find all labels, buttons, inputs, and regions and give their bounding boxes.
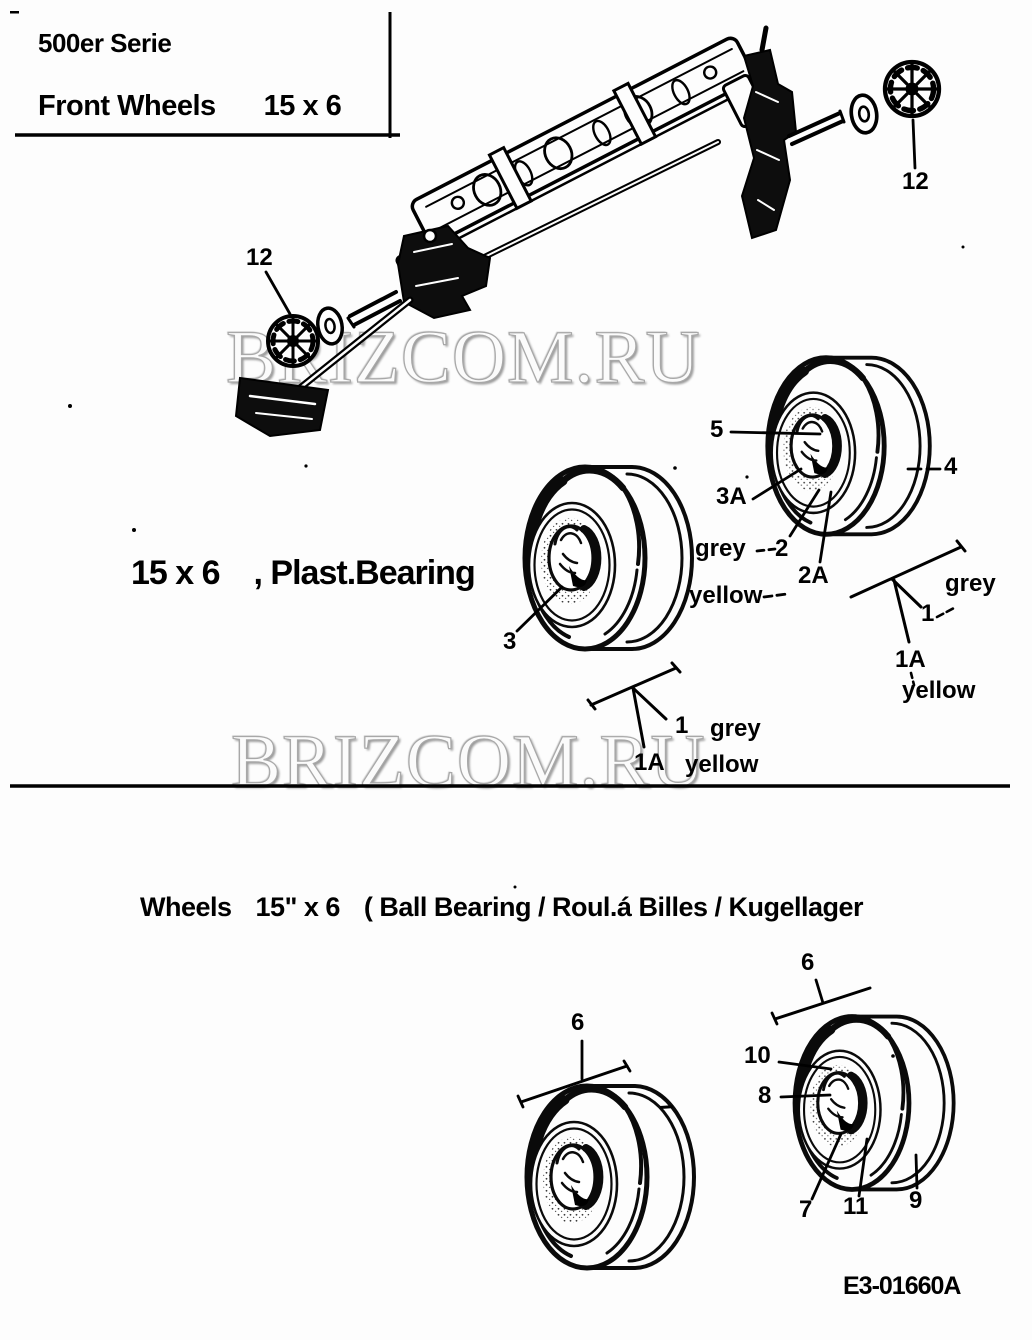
callout-2: 2 xyxy=(775,535,789,562)
legend-left-yellow: yellow xyxy=(685,751,759,778)
watermark-text-lower: BRIZCOM.RU xyxy=(230,719,706,803)
washer-right xyxy=(847,91,881,137)
callout-6-right: 6 xyxy=(801,949,815,976)
plast-heading-rest: , Plast.Bearing xyxy=(253,554,476,592)
callout-10: 10 xyxy=(744,1042,771,1069)
hub-cap-left xyxy=(268,316,318,366)
ball-heading-size: 15" x 6 xyxy=(255,892,341,922)
hub-cap-right xyxy=(885,62,939,116)
callout-9: 9 xyxy=(909,1187,923,1214)
page-title: Front Wheels 15 x 6 xyxy=(38,90,342,122)
callout-4: 4 xyxy=(944,453,958,480)
document-code: E3-01660A xyxy=(843,1272,961,1300)
callout-2a: 2A xyxy=(798,562,829,589)
legend-left-lines xyxy=(586,661,682,749)
ball-leader-lines xyxy=(516,978,919,1201)
plast-section-heading: 15 x 6 , Plast.Bearing xyxy=(131,554,476,592)
print-specks xyxy=(68,245,965,1109)
wheel-plast-right xyxy=(768,358,930,535)
ball-heading-rest: ( Ball Bearing / Roul.á Billes / Kugella… xyxy=(363,892,864,922)
plast-heading-size: 15 x 6 xyxy=(131,554,221,592)
callout-6-left: 6 xyxy=(571,1009,585,1036)
callout-grey-label: grey xyxy=(695,535,746,562)
series-heading: 500er Serie xyxy=(38,28,172,58)
callout-12-left: 12 xyxy=(246,244,273,271)
legend-right-lines xyxy=(849,539,967,687)
legend-left-1a: 1A xyxy=(634,749,665,776)
callout-yellow-label: yellow xyxy=(689,582,763,609)
legend-right-1: 1 xyxy=(921,600,935,627)
page-title-name: Front Wheels xyxy=(38,90,216,122)
front-axle-assembly xyxy=(234,25,939,438)
callout-7: 7 xyxy=(799,1196,813,1223)
callout-12-right: 12 xyxy=(902,168,929,195)
ball-heading-word: Wheels xyxy=(140,892,232,922)
legend-left-1: 1 xyxy=(675,712,689,739)
callout-8: 8 xyxy=(758,1082,772,1109)
legend-right-grey: grey xyxy=(945,570,996,597)
plast-leader-lines xyxy=(515,430,946,633)
ball-section-heading: Wheels 15" x 6 ( Ball Bearing / Roul.á B… xyxy=(140,892,864,922)
wheel-ball-left xyxy=(527,1086,694,1268)
callout-3: 3 xyxy=(503,628,517,655)
legend-left-grey: grey xyxy=(710,715,761,742)
wheel-ball-right xyxy=(795,1017,954,1190)
callout-11: 11 xyxy=(843,1193,869,1220)
legend-right-yellow: yellow xyxy=(902,677,976,704)
callout-5: 5 xyxy=(710,416,724,443)
wheel-plast-left xyxy=(525,467,692,649)
title-block-border xyxy=(10,11,400,138)
callout-3a: 3A xyxy=(716,483,747,510)
page-title-size: 15 x 6 xyxy=(263,90,342,122)
legend-right-1a: 1A xyxy=(895,646,926,673)
